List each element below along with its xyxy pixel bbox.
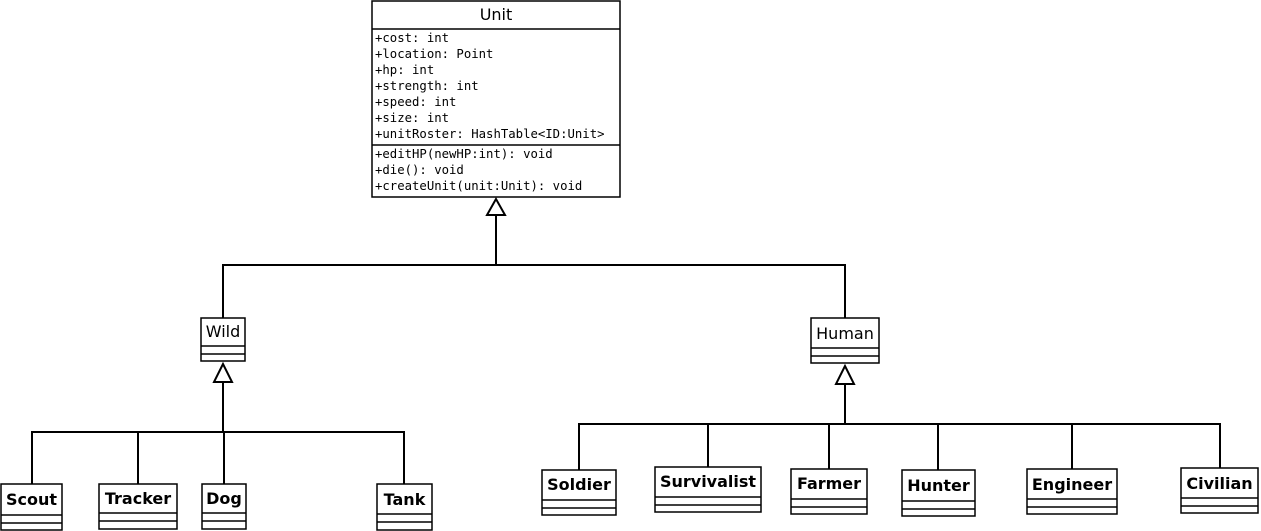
generalization-unit xyxy=(222,196,846,318)
connector-human-children xyxy=(578,423,1221,470)
inheritance-arrow xyxy=(485,196,507,216)
unit-attribute: +size: int xyxy=(375,111,449,125)
class-soldier-name: Soldier xyxy=(547,475,611,494)
generalization-wild xyxy=(31,361,405,484)
connector-wild-human xyxy=(222,264,846,318)
class-unit[interactable]: Unit +cost: int +location: Point +hp: in… xyxy=(371,0,621,198)
generalization-human xyxy=(578,363,1221,470)
class-scout-name: Scout xyxy=(6,490,57,509)
class-survivalist-name: Survivalist xyxy=(660,472,756,491)
unit-attribute: +unitRoster: HashTable<ID:Unit> xyxy=(375,127,605,141)
unit-operation: +editHP(newHP:int): void xyxy=(375,147,553,161)
unit-operation: +die(): void xyxy=(375,163,464,177)
class-engineer-name: Engineer xyxy=(1032,475,1112,494)
inheritance-arrow xyxy=(212,361,234,383)
class-civilian-name: Civilian xyxy=(1186,474,1252,493)
class-dog[interactable]: Dog xyxy=(201,483,247,530)
unit-attribute: +strength: int xyxy=(375,79,479,93)
class-engineer[interactable]: Engineer xyxy=(1026,468,1118,515)
inheritance-arrow xyxy=(834,363,856,385)
class-tank-name: Tank xyxy=(384,490,426,509)
class-unit-name: Unit xyxy=(480,5,513,24)
class-human-name: Human xyxy=(816,324,874,343)
class-unit-box xyxy=(371,0,621,198)
connector-wild-children xyxy=(31,431,405,484)
class-soldier[interactable]: Soldier xyxy=(541,469,617,516)
class-tracker-name: Tracker xyxy=(105,489,171,508)
class-dog-name: Dog xyxy=(206,489,242,508)
class-tracker[interactable]: Tracker xyxy=(98,483,178,530)
unit-operation: +createUnit(unit:Unit): void xyxy=(375,179,582,193)
class-farmer-name: Farmer xyxy=(797,474,861,493)
class-farmer[interactable]: Farmer xyxy=(790,468,868,515)
class-hunter[interactable]: Hunter xyxy=(901,469,976,517)
unit-attribute: +hp: int xyxy=(375,63,434,77)
class-wild[interactable]: Wild xyxy=(200,317,246,362)
class-wild-name: Wild xyxy=(206,322,241,341)
class-hunter-name: Hunter xyxy=(907,476,970,495)
class-human[interactable]: Human xyxy=(810,317,880,364)
unit-attribute: +cost: int xyxy=(375,31,449,45)
unit-attribute: +location: Point xyxy=(375,47,493,61)
class-tank[interactable]: Tank xyxy=(376,483,433,531)
class-survivalist[interactable]: Survivalist xyxy=(654,466,762,513)
class-civilian[interactable]: Civilian xyxy=(1180,467,1259,514)
class-scout[interactable]: Scout xyxy=(0,483,63,531)
unit-attribute: +speed: int xyxy=(375,95,456,109)
